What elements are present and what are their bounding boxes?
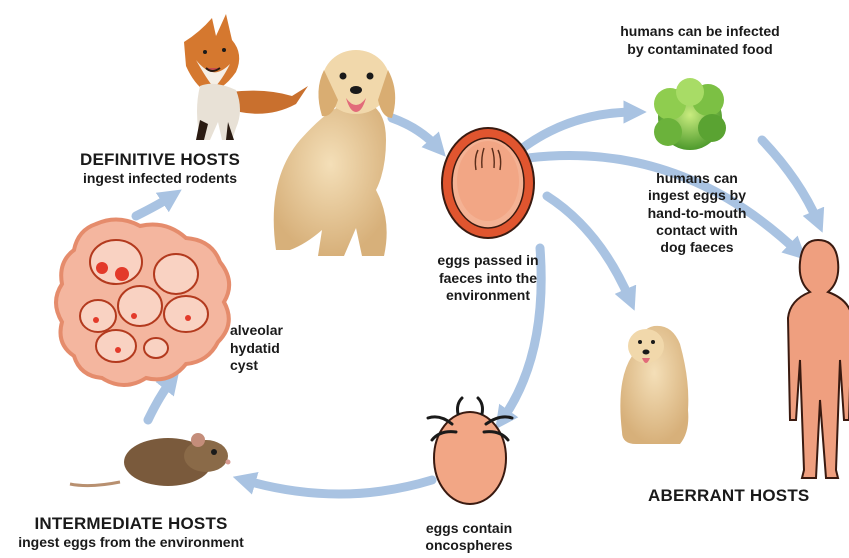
definitive-hosts-label: DEFINITIVE HOSTS ingest infected rodents bbox=[40, 150, 280, 187]
aberrant-host-dog bbox=[620, 326, 688, 444]
intermediate-hosts-label: INTERMEDIATE HOSTS ingest eggs from the … bbox=[0, 514, 262, 551]
lettuce-illustration bbox=[654, 78, 726, 150]
oncosphere-egg bbox=[428, 398, 512, 504]
cyst-label: alveolar hydatid cyst bbox=[230, 322, 320, 375]
oncospheres-line2: oncospheres bbox=[404, 537, 534, 554]
arrow-dog-to-egg bbox=[392, 118, 438, 148]
oncospheres-label: eggs contain oncospheres bbox=[404, 520, 534, 554]
food-infection-line1: humans can be infected bbox=[585, 22, 815, 40]
hand-to-mouth-line1: humans can bbox=[622, 170, 772, 187]
hand-to-mouth-line2: ingest eggs by bbox=[622, 187, 772, 204]
oncospheres-line1: eggs contain bbox=[404, 520, 534, 537]
arrow-oncosphere-to-mouse bbox=[244, 480, 432, 494]
arrow-cyst-to-host bbox=[136, 196, 172, 216]
fox-illustration bbox=[184, 14, 308, 140]
arrow-mouse-to-cyst bbox=[148, 380, 172, 420]
arrow-egg-to-food bbox=[520, 112, 635, 150]
aberrant-hosts-title: ABERRANT HOSTS bbox=[648, 486, 848, 506]
intermediate-hosts-subtitle: ingest eggs from the environment bbox=[0, 534, 262, 551]
eggs-passed-label: eggs passed in faeces into the environme… bbox=[412, 252, 564, 305]
definitive-hosts-subtitle: ingest infected rodents bbox=[40, 170, 280, 187]
definitive-host-dog bbox=[274, 50, 395, 256]
eggs-passed-line2: faeces into the bbox=[412, 270, 564, 288]
food-infection-label: humans can be infected by contaminated f… bbox=[585, 22, 815, 58]
food-infection-line2: by contaminated food bbox=[585, 40, 815, 58]
definitive-hosts-title: DEFINITIVE HOSTS bbox=[40, 150, 280, 170]
cyst-line3: cyst bbox=[230, 357, 320, 375]
alveolar-hydatid-cyst bbox=[56, 219, 229, 385]
intermediate-hosts-title: INTERMEDIATE HOSTS bbox=[0, 514, 262, 534]
hand-to-mouth-line5: dog faeces bbox=[622, 239, 772, 256]
cyst-line1: alveolar bbox=[230, 322, 320, 340]
hand-to-mouth-line4: contact with bbox=[622, 222, 772, 239]
human-silhouette bbox=[788, 240, 849, 478]
hand-to-mouth-label: humans can ingest eggs by hand-to-mouth … bbox=[622, 170, 772, 257]
eggs-passed-line3: environment bbox=[412, 287, 564, 305]
egg-in-faeces bbox=[442, 128, 534, 238]
hand-to-mouth-line3: hand-to-mouth bbox=[622, 205, 772, 222]
mouse-illustration bbox=[70, 433, 231, 486]
eggs-passed-line1: eggs passed in bbox=[412, 252, 564, 270]
cyst-line2: hydatid bbox=[230, 340, 320, 358]
